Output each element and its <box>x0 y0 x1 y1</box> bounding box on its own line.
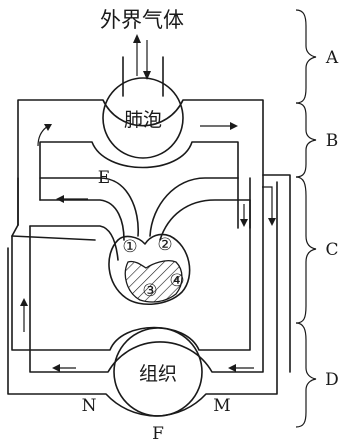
brace-label-d: D <box>325 370 339 390</box>
brace-b: B <box>295 102 339 178</box>
aorta-branch <box>237 174 291 373</box>
label-f: F <box>152 424 164 443</box>
brace-a: A <box>295 9 339 104</box>
tissue: 组织 <box>113 327 203 417</box>
label-m: M <box>213 396 230 416</box>
brace-label-c: C <box>325 240 338 260</box>
trachea <box>122 34 164 97</box>
tissue-label: 组织 <box>139 363 177 385</box>
external-air-label: 外界气体 <box>100 8 184 32</box>
brace-label-b: B <box>326 131 339 151</box>
brace-label-a: A <box>325 48 339 68</box>
heart: ① ② ③ ④ <box>108 233 191 306</box>
label-n: N <box>82 396 97 416</box>
chamber-1: ① <box>122 237 137 257</box>
chamber-2: ② <box>157 235 172 255</box>
brace-d: D <box>295 322 339 428</box>
alveolus: 肺泡 <box>102 77 184 159</box>
brace-c: C <box>295 176 339 324</box>
alveolus-label: 肺泡 <box>124 109 162 131</box>
chamber-4: ④ <box>169 271 184 291</box>
chamber-3: ③ <box>142 281 157 301</box>
flow-arrows <box>20 122 276 372</box>
label-e: E <box>98 168 110 188</box>
